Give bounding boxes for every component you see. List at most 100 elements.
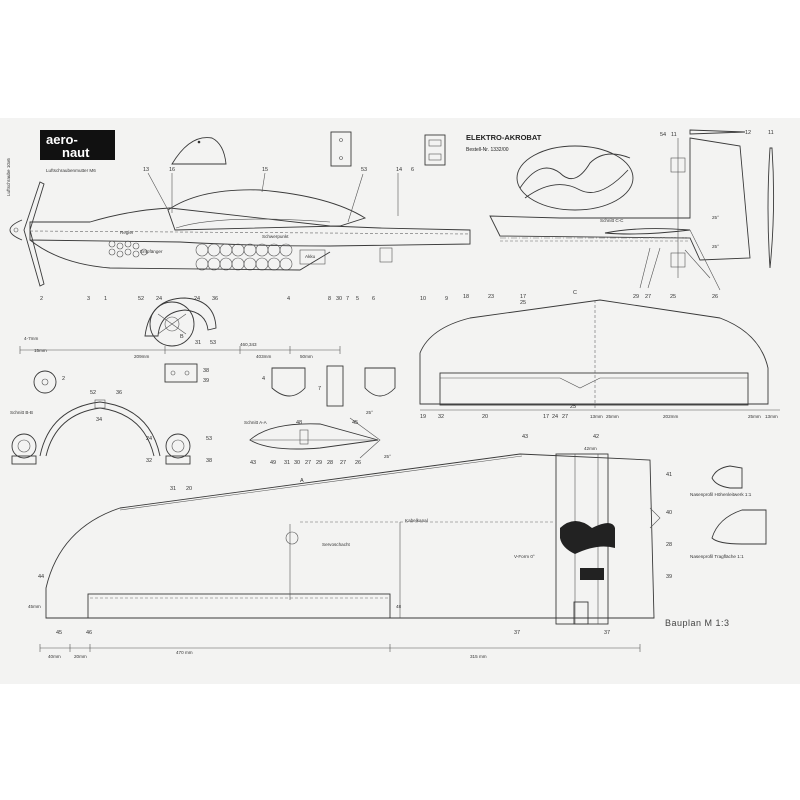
section-cc-profile: [604, 228, 691, 235]
label-schnitt-bb: Schnitt B-B: [10, 410, 33, 415]
blueprint-sheet: aero- naut ELEKTRO-AKROBAT Bestell-Nr. 1…: [0, 118, 800, 684]
svg-text:12: 12: [745, 130, 751, 136]
svg-text:29: 29: [633, 294, 639, 300]
label-regler: Regler: [120, 230, 134, 235]
svg-text:23: 23: [488, 294, 494, 300]
main-wheel: [144, 297, 217, 347]
svg-text:29: 29: [316, 460, 322, 466]
svg-text:30: 30: [294, 460, 300, 466]
svg-text:24: 24: [156, 296, 162, 302]
svg-text:202mm: 202mm: [663, 414, 678, 419]
misc-left-numbers: 2 38 39 4 7 34 52 36 24 53 32 38 31 20: [62, 368, 321, 492]
svg-text:34: 34: [96, 417, 102, 423]
svg-text:42mm: 42mm: [584, 446, 597, 451]
svg-text:49: 49: [270, 460, 276, 466]
nose-profile-stab: [711, 465, 743, 489]
svg-text:31: 31: [195, 340, 201, 346]
svg-text:11: 11: [671, 132, 677, 138]
order-number: Bestell-Nr. 1332/00: [466, 147, 509, 153]
svg-text:48: 48: [396, 604, 402, 609]
motor-area: [108, 240, 148, 258]
hinge-part: [424, 134, 446, 166]
svg-text:45: 45: [352, 420, 358, 426]
svg-text:13mm: 13mm: [590, 414, 603, 419]
svg-text:45: 45: [56, 630, 62, 636]
svg-text:17: 17: [520, 294, 526, 300]
svg-text:A: A: [300, 478, 304, 484]
blueprint-drawing: aero- naut ELEKTRO-AKROBAT Bestell-Nr. 1…: [6, 129, 780, 659]
svg-text:26: 26: [712, 294, 718, 300]
horizontal-stabilizer: [419, 299, 780, 411]
svg-text:31: 31: [284, 460, 290, 466]
angle-aa-1: 25°: [366, 410, 373, 415]
svg-text:38: 38: [203, 368, 209, 374]
fin-and-rudder: [489, 129, 775, 291]
svg-text:25: 25: [520, 300, 526, 306]
svg-text:40: 40: [666, 510, 672, 516]
svg-text:46: 46: [86, 630, 92, 636]
svg-text:C: C: [573, 290, 577, 296]
svg-text:27: 27: [645, 294, 651, 300]
svg-text:460,343: 460,343: [240, 342, 257, 347]
wing-numbers: A 43 42 41 40 44 45 46 28 39 37 37: [38, 434, 672, 636]
wing-plan-view: [45, 453, 661, 625]
svg-text:25mm: 25mm: [748, 414, 761, 419]
svg-text:14: 14: [396, 167, 402, 173]
wing-dimensions: 40mm 20mm 470 mm 315 mm 42mm 45mm 48: [28, 446, 641, 659]
svg-text:3: 3: [87, 296, 90, 302]
svg-text:26: 26: [355, 460, 361, 466]
svg-text:25mm: 25mm: [606, 414, 619, 419]
svg-text:31: 31: [170, 486, 176, 492]
label-schnitt-cc: Schnitt C-C: [600, 218, 624, 223]
svg-text:24: 24: [194, 296, 200, 302]
svg-text:43: 43: [250, 460, 256, 466]
svg-text:53: 53: [361, 167, 367, 173]
svg-text:27: 27: [340, 460, 346, 466]
nose-profile-wing: [711, 509, 767, 545]
svg-text:36: 36: [116, 390, 122, 396]
stab-numbers: 19 32 20 17 24 27 25 25: [420, 300, 576, 420]
svg-text:28: 28: [327, 460, 333, 466]
svg-text:8: 8: [328, 296, 331, 302]
svg-text:36: 36: [212, 296, 218, 302]
label-empfaenger: Empfänger: [140, 249, 163, 254]
svg-text:13: 13: [143, 167, 149, 173]
svg-text:28: 28: [666, 542, 672, 548]
svg-text:53: 53: [210, 340, 216, 346]
svg-text:209mm: 209mm: [134, 354, 149, 359]
svg-text:32: 32: [146, 458, 152, 464]
logo-line1: aero-: [46, 132, 78, 147]
svg-text:52: 52: [138, 296, 144, 302]
label-nasenprofil-hlw: Nasenprofil Höhenleitwerk 1:1: [690, 492, 752, 497]
svg-text:4: 4: [287, 296, 290, 302]
svg-text:25: 25: [670, 294, 676, 300]
label-schnitt-aa: Schnitt A-A: [244, 420, 268, 425]
svg-text:11: 11: [768, 130, 774, 136]
svg-text:20: 20: [482, 414, 488, 420]
svg-text:7: 7: [346, 296, 349, 302]
svg-text:41: 41: [666, 472, 672, 478]
section-aa-profile: [249, 417, 381, 459]
svg-text:6: 6: [372, 296, 375, 302]
svg-text:32: 32: [438, 414, 444, 420]
label-propeller: Luftschraube 10x6: [6, 158, 11, 196]
wing-spar-joint: [560, 521, 615, 554]
svg-text:6: 6: [411, 167, 414, 173]
svg-text:10: 10: [420, 296, 426, 302]
fuselage-top-numbers: 13 16 15 53 14 6 54 11 12 11: [143, 130, 774, 173]
svg-text:19: 19: [420, 414, 426, 420]
svg-text:2: 2: [40, 296, 43, 302]
fuselage-bottom-numbers: 2 3 1 52 24 24 36 4 8 30 7 5 6 10 9 29 2…: [40, 290, 718, 302]
svg-text:7: 7: [318, 386, 321, 392]
plan-title: ELEKTRO-AKROBAT: [466, 133, 542, 142]
label-propeller-nut: Luftschraubenmutter M6: [46, 168, 96, 173]
scale-note: Bauplan M 1:3: [665, 618, 730, 628]
svg-text:20mm: 20mm: [74, 654, 87, 659]
svg-text:43: 43: [522, 434, 528, 440]
wheel-numbers: B 31 53: [180, 334, 216, 346]
angle-aa-2: 25°: [384, 454, 391, 459]
svg-text:44: 44: [38, 574, 44, 580]
svg-text:17: 17: [543, 414, 549, 420]
label-akku: Akku: [305, 254, 316, 259]
propeller-drawing: [23, 181, 45, 287]
